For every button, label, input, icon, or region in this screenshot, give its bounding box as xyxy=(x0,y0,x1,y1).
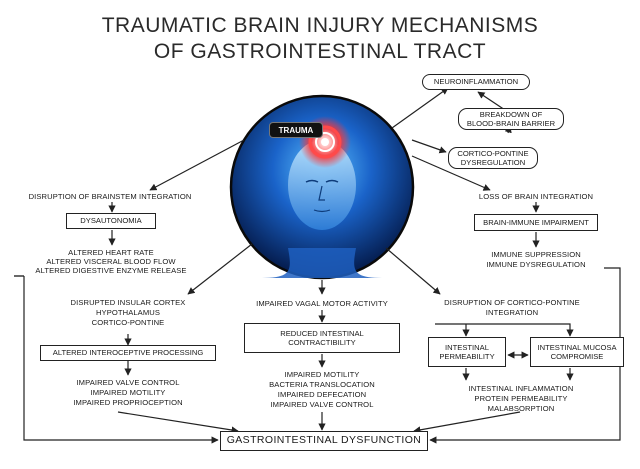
mid-effect-1: IMPAIRED MOTILITY xyxy=(284,370,360,379)
dysautonomia-box: DYSAUTONOMIA xyxy=(66,213,156,229)
gi-dysfunction-box: GASTROINTESTINAL DYSFUNCTION xyxy=(220,431,428,451)
cortico-header-2: INTEGRATION xyxy=(485,308,539,317)
lower-left-effect-1: IMPAIRED VALVE CONTROL xyxy=(76,378,180,387)
interoceptive-box: ALTERED INTEROCEPTIVE PROCESSING xyxy=(40,345,216,361)
bbb-breakdown-box: BREAKDOWN OF BLOOD-BRAIN BARRIER xyxy=(458,108,564,130)
mucosa-compromise-box: INTESTINAL MUCOSA COMPROMISE xyxy=(530,337,624,367)
right-effect-1: IMMUNE SUPPRESSION xyxy=(491,250,581,259)
contractibility-line-1: REDUCED INTESTINAL xyxy=(280,328,364,338)
lower-left-effect-3: IMPAIRED PROPRIOCEPTION xyxy=(73,398,183,407)
cp-line-1: CORTICO-PONTINE xyxy=(457,148,529,158)
insular-cause-2: HYPOTHALAMUS xyxy=(95,308,161,317)
brain-immune-box: BRAIN-IMMUNE IMPAIRMENT xyxy=(474,214,598,231)
title-line-1: TRAUMATIC BRAIN INJURY MECHANISMS xyxy=(101,14,539,37)
mucosa-line-1: INTESTINAL MUCOSA xyxy=(537,342,617,352)
bbb-line-2: BLOOD-BRAIN BARRIER xyxy=(466,119,556,128)
mid-effect-3: IMPAIRED DEFECATION xyxy=(277,390,367,399)
brain-integration-header: LOSS OF BRAIN INTEGRATION xyxy=(478,192,594,201)
insular-cause-1: DISRUPTED INSULAR CORTEX xyxy=(70,298,186,307)
head-illustration xyxy=(229,94,415,280)
intestinal-permeability-box: INTESTINAL PERMEABILITY xyxy=(428,337,506,367)
insular-cause-3: CORTICO-PONTINE xyxy=(91,318,165,327)
lower-right-effect-2: PROTEIN PERMEABILITY xyxy=(474,394,568,403)
title-line-2: OF GASTROINTESTINAL TRACT xyxy=(153,40,487,63)
cortico-pontine-dysregulation-box: CORTICO-PONTINE DYSREGULATION xyxy=(448,147,538,169)
lower-right-effect-3: MALABSORPTION xyxy=(487,404,555,413)
mucosa-line-2: COMPROMISE xyxy=(550,352,604,361)
lower-left-effect-2: IMPAIRED MOTILITY xyxy=(90,388,166,397)
contractibility-line-2: CONTRACTIBILITY xyxy=(288,338,356,347)
right-effect-2: IMMUNE DYSREGULATION xyxy=(486,260,586,269)
neuroinflammation-box: NEUROINFLAMMATION xyxy=(422,74,530,90)
permeability-line-1: INTESTINAL xyxy=(445,342,489,352)
bbb-line-1: BREAKDOWN OF xyxy=(479,109,543,119)
mid-effect-2: BACTERIA TRANSLOCATION xyxy=(269,380,375,389)
trauma-label: TRAUMA xyxy=(270,123,322,137)
brainstem-header: DISRUPTION OF BRAINSTEM INTEGRATION xyxy=(28,192,192,201)
left-effect-3: ALTERED DIGESTIVE ENZYME RELEASE xyxy=(35,266,187,275)
cp-line-2: DYSREGULATION xyxy=(460,158,526,167)
permeability-line-2: PERMEABILITY xyxy=(439,352,495,361)
cortico-header-1: DISRUPTION OF CORTICO-PONTINE xyxy=(444,298,580,307)
reduced-contractibility-box: REDUCED INTESTINAL CONTRACTIBILITY xyxy=(244,323,400,353)
left-effect-2: ALTERED VISCERAL BLOOD FLOW xyxy=(46,257,176,266)
mid-effect-4: IMPAIRED VALVE CONTROL xyxy=(270,400,374,409)
vagal-header: IMPAIRED VAGAL MOTOR ACTIVITY xyxy=(256,299,388,308)
lower-right-effect-1: INTESTINAL INFLAMMATION xyxy=(468,384,574,393)
left-effect-1: ALTERED HEART RATE xyxy=(68,248,154,257)
